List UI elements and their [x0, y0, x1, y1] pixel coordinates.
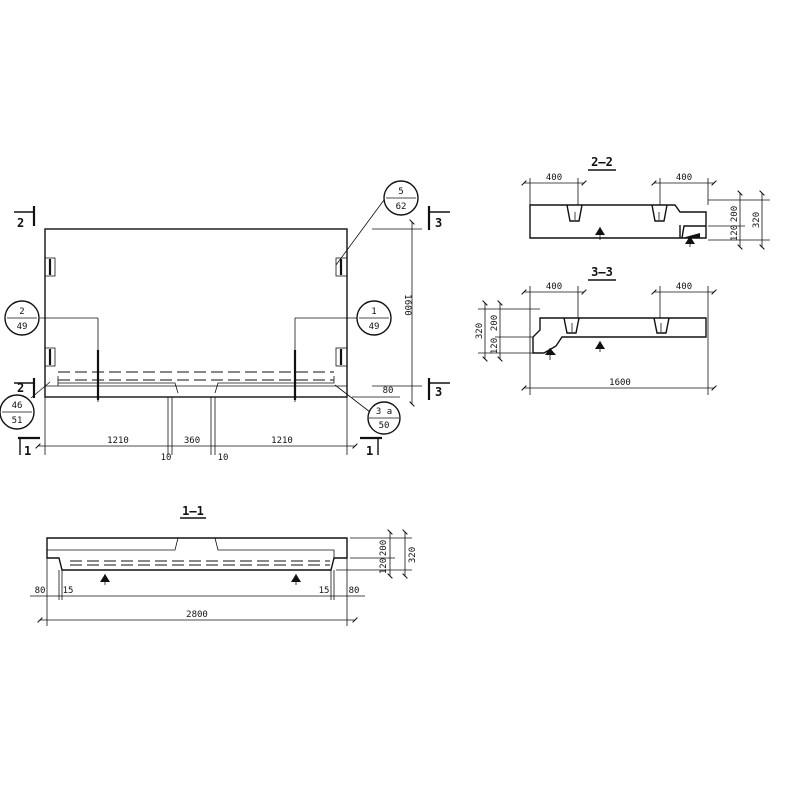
svg-text:2: 2	[17, 216, 24, 230]
svg-text:1: 1	[366, 444, 373, 458]
section-3-3-groove-right	[653, 317, 670, 334]
plan-vertical-dimensions: 1600 80	[352, 219, 422, 407]
dim-80-left: 80	[35, 586, 46, 596]
section-2-2: 2–2 400 400 200 120 320	[521, 155, 770, 250]
dim-1210-right: 1210	[271, 436, 293, 446]
dim-320: 320	[475, 323, 485, 339]
section-3-3-profile	[532, 317, 707, 354]
dim-400-right: 400	[676, 282, 692, 292]
callout-3a-50-top: 3 a	[376, 407, 392, 417]
section-mark-3-bottom: 3	[427, 378, 450, 400]
dim-15-left: 15	[63, 586, 74, 596]
svg-text:3: 3	[435, 385, 442, 399]
callout-5-62: 5 62	[335, 180, 419, 266]
callout-5-62-bottom: 62	[396, 202, 407, 212]
section-mark-2-top: 2	[14, 206, 36, 230]
dim-200: 200	[379, 540, 389, 556]
dim-120: 120	[379, 558, 389, 574]
dim-200: 200	[490, 315, 500, 331]
svg-text:2: 2	[17, 381, 24, 395]
callout-1-49: 1 49	[295, 300, 392, 336]
dim-320: 320	[752, 212, 762, 228]
dim-400-right: 400	[676, 173, 692, 183]
recess-outline	[57, 376, 335, 394]
dim-15-right: 15	[319, 586, 330, 596]
dim-320: 320	[408, 547, 418, 563]
callout-1-49-top: 1	[371, 307, 376, 317]
section-3-3-groove-left	[563, 317, 580, 334]
section-3-3: 3–3 400 400 1600 320 200 120	[475, 265, 717, 395]
section-2-2-profile	[529, 204, 707, 239]
section-3-3-title: 3–3	[591, 265, 613, 279]
svg-text:3: 3	[435, 216, 442, 230]
dim-360: 360	[184, 436, 200, 446]
callout-5-62-top: 5	[398, 187, 403, 197]
dim-10-left: 10	[161, 453, 172, 463]
dim-80-right: 80	[349, 586, 360, 596]
section-mark-3-top: 3	[427, 206, 450, 230]
dim-120: 120	[490, 338, 500, 354]
section-1-1-title: 1–1	[182, 504, 204, 518]
callout-1-49-bottom: 49	[369, 322, 380, 332]
callout-2-49-bottom: 49	[17, 322, 28, 332]
dim-1600: 1600	[609, 378, 631, 388]
dim-2800: 2800	[186, 610, 208, 620]
embedded-part-top-left	[44, 257, 56, 277]
callout-46-51-bottom: 51	[12, 416, 23, 426]
dim-400-left: 400	[546, 173, 562, 183]
callout-3a-50-bottom: 50	[379, 421, 390, 431]
embedded-part-bottom-left	[44, 347, 56, 367]
section-mark-1-left: 1	[18, 436, 40, 458]
section-2-2-groove-left	[566, 204, 583, 222]
section-mark-1-right: 1	[360, 436, 382, 458]
dim-400-left: 400	[546, 282, 562, 292]
slab-outline	[44, 228, 348, 398]
dim-120: 120	[730, 225, 740, 241]
plan-horizontal-dimensions: 1210 360 1210 10 10	[35, 397, 358, 463]
dim-80: 80	[383, 386, 394, 396]
section-mark-2-bottom: 2	[14, 378, 36, 398]
callout-2-49: 2 49	[4, 300, 98, 336]
callout-2-49-top: 2	[19, 307, 24, 317]
section-1-1: 1–1 80 15 15 80 2800 200 120 320	[30, 504, 418, 626]
section-2-2-groove-right	[651, 204, 668, 222]
dim-10-right: 10	[218, 453, 229, 463]
callout-46-51: 46 51	[0, 381, 51, 430]
embedded-part-bottom-right	[335, 347, 348, 367]
plan-view	[44, 228, 348, 402]
callout-46-51-top: 46	[12, 401, 23, 411]
section-1-1-recess	[47, 537, 335, 558]
dim-200: 200	[730, 206, 740, 222]
embedded-part-top-right	[335, 257, 348, 277]
section-2-2-title: 2–2	[591, 155, 613, 169]
callout-3a-50: 3 a 50	[334, 384, 401, 435]
dim-1210-left: 1210	[107, 436, 129, 446]
dim-1600: 1600	[402, 294, 412, 316]
svg-text:1: 1	[24, 444, 31, 458]
